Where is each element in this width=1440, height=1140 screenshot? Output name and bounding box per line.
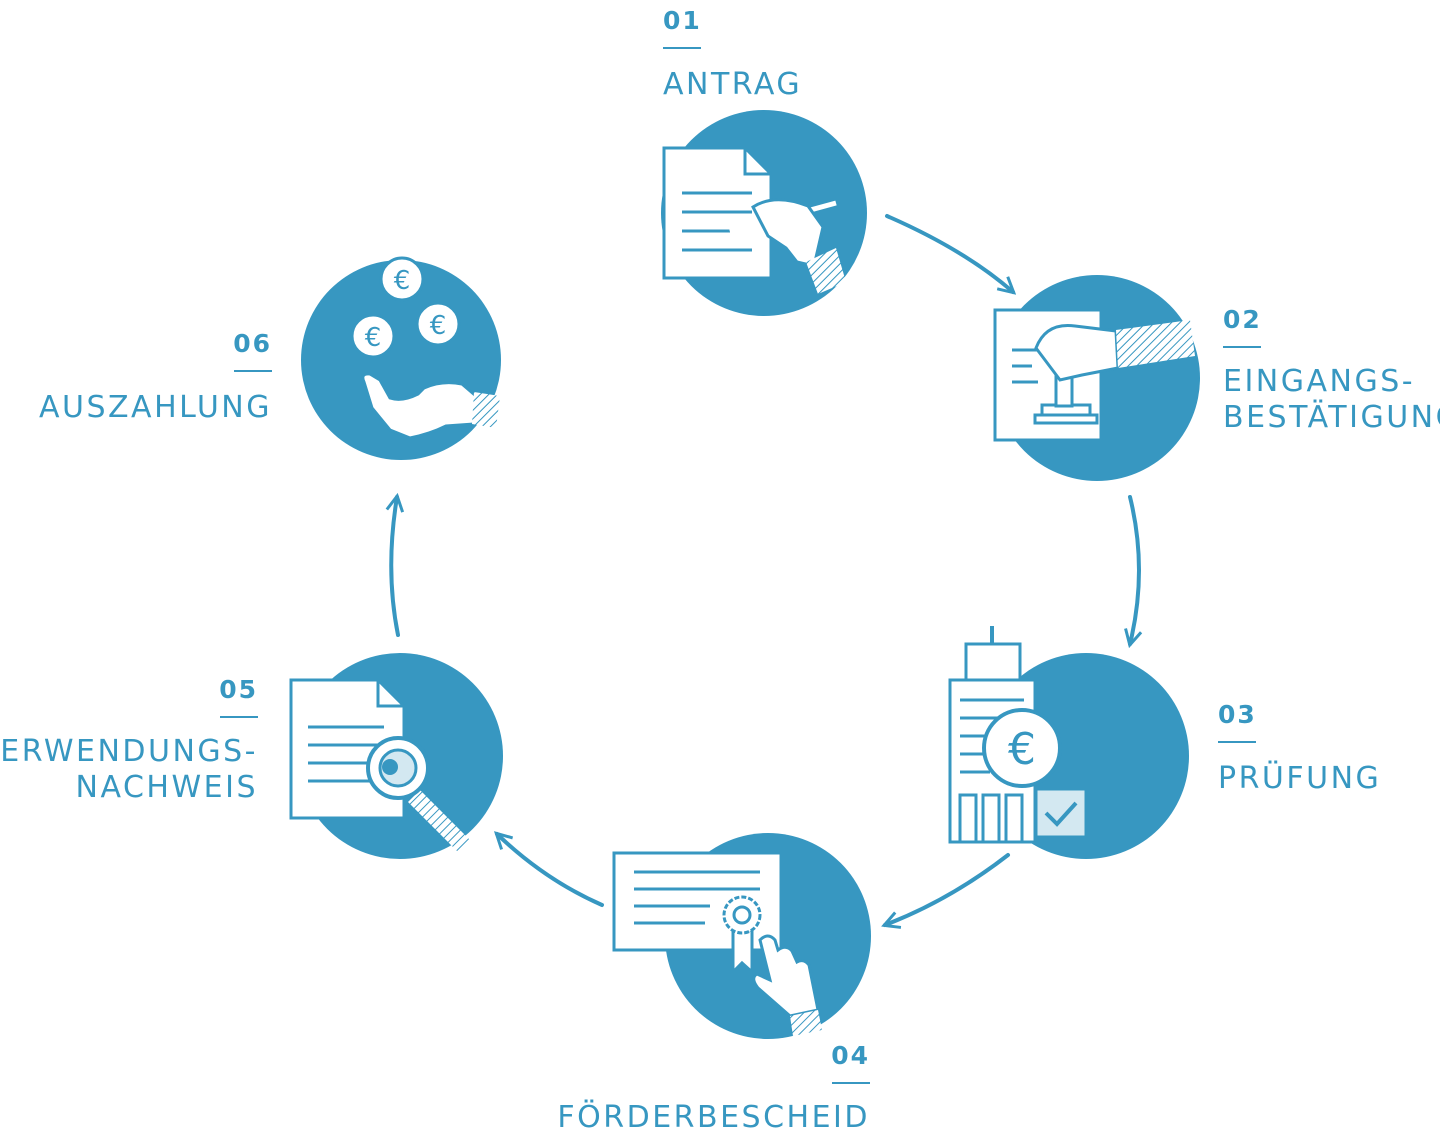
- document-magnifier-icon: [289, 678, 470, 852]
- svg-text:€: €: [394, 266, 411, 296]
- euro-coin-top: €: [379, 256, 425, 302]
- step-03-icon: €: [948, 626, 1189, 859]
- step-number: 06: [233, 329, 272, 358]
- step-01-label: 01 ANTRAG: [663, 8, 802, 103]
- stamp-document-icon: [993, 308, 1195, 442]
- step-04-label: 04 FÖRDERBESCHEID: [557, 1043, 870, 1136]
- step-title-line-1: VERWENDUNGS-: [0, 734, 258, 769]
- step-06-icon: € € €: [301, 256, 501, 460]
- step-title-line-2: BESTÄTIGUNG: [1223, 400, 1440, 435]
- flow-arrows: [391, 214, 1139, 925]
- building-euro-check-icon: €: [948, 626, 1088, 844]
- step-number: 03: [1218, 700, 1257, 729]
- step-title: PRÜFUNG: [1218, 761, 1382, 796]
- step-01-icon: [661, 110, 867, 316]
- step-title: FÖRDERBESCHEID: [557, 1100, 870, 1135]
- step-06-label: 06 AUSZAHLUNG: [39, 331, 272, 426]
- euro-coin-right: €: [415, 301, 461, 347]
- step-title: ANTRAG: [663, 67, 803, 102]
- label-divider: [220, 716, 258, 718]
- step-number: 05: [219, 675, 258, 704]
- step-number: 04: [831, 1041, 870, 1070]
- label-divider: [1223, 346, 1261, 348]
- step-title-line-1: EINGANGS-: [1223, 364, 1416, 399]
- document-signing-hand-icon: [662, 146, 846, 294]
- step-number: 01: [663, 6, 702, 35]
- arrow-02-to-03: [1130, 495, 1139, 644]
- svg-text:€: €: [365, 323, 382, 353]
- label-divider: [234, 370, 272, 372]
- arrow-04-to-05: [497, 834, 604, 907]
- certificate-hand-icon: [612, 851, 822, 1036]
- step-title: AUSZAHLUNG: [38, 390, 272, 425]
- step-05-label: 05 VERWENDUNGS- NACHWEIS: [0, 677, 258, 806]
- label-divider: [832, 1082, 870, 1084]
- label-divider: [1218, 741, 1256, 743]
- step-03-label: 03 PRÜFUNG: [1218, 702, 1381, 797]
- step-title-line-2: NACHWEIS: [75, 770, 258, 805]
- arrow-03-to-04: [885, 853, 1010, 925]
- svg-text:€: €: [430, 311, 447, 341]
- euro-coin-left: €: [350, 313, 396, 359]
- label-divider: [663, 47, 701, 49]
- step-05-icon: [289, 653, 503, 859]
- step-number: 02: [1223, 305, 1262, 334]
- euro-symbol: €: [1008, 724, 1036, 775]
- step-04-icon: [612, 833, 871, 1039]
- step-02-label: 02 EINGANGS- BESTÄTIGUNG: [1223, 307, 1440, 436]
- arrow-05-to-06: [391, 497, 398, 637]
- step-02-icon: [993, 275, 1200, 481]
- hand-euro-coins-icon: € € €: [350, 256, 500, 440]
- arrow-01-to-02: [885, 214, 1013, 292]
